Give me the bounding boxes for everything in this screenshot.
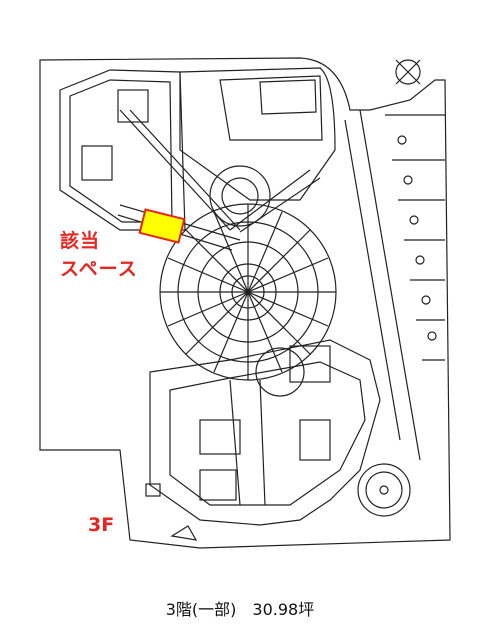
floor-label: 3F — [88, 514, 115, 536]
site-boundary — [39, 57, 451, 549]
target-space-label-2: スペース — [60, 258, 138, 280]
target-space-label: 該当 — [60, 230, 101, 252]
north-wing — [179, 67, 336, 201]
south-wing — [149, 339, 381, 526]
target-space-highlight — [138, 208, 186, 244]
floor-caption: 3階(一部) 30.98坪 — [165, 600, 315, 619]
circular-plaza-icon — [357, 463, 411, 517]
compass-icon — [395, 59, 421, 85]
